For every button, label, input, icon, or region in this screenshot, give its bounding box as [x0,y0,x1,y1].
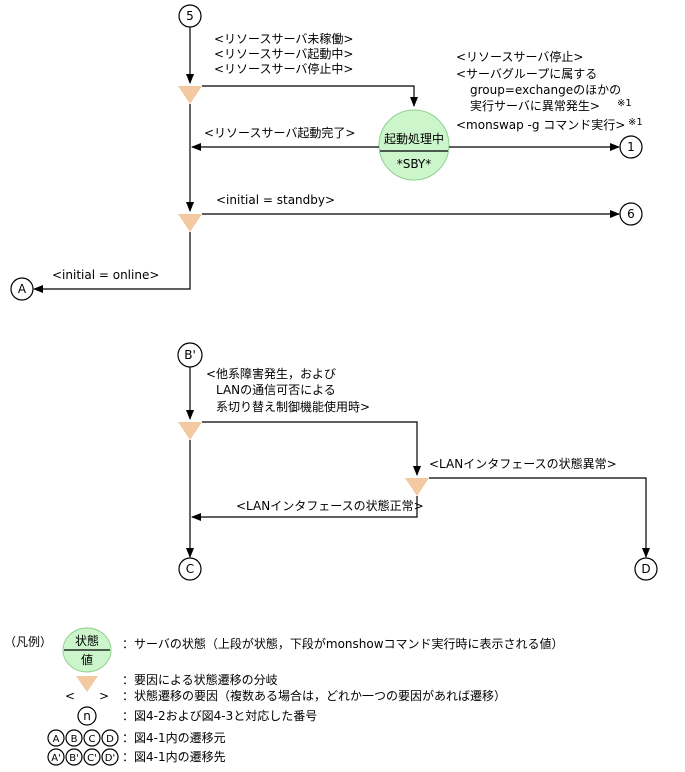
condition-label: LANの通信可否による [216,383,336,397]
legend-src-C [83,729,101,747]
node-6 [619,202,643,226]
node-C [178,557,202,581]
note-mark: ※1 [628,117,643,128]
condition-label: <LANインタフェースの状態正常> [236,498,424,513]
legend-dst-D [101,748,119,766]
condition-label: <リソースサーバ停止> [456,49,583,64]
condition-label: <リソースサーバ停止中> [214,61,353,76]
node-A [10,277,34,301]
legend-src-desc: ：図4-1内の遷移元 [122,731,226,745]
legend-n-icon [77,706,97,726]
legend-dst-B-label: B' [69,753,79,764]
node-D-label: D [641,562,650,576]
legend-dst-A [47,748,65,766]
condition-label: <サーバグループに属する [456,67,597,81]
legend-src-A [47,729,65,747]
connector [202,421,421,476]
legend-src-D-label: D [106,734,114,745]
state-value: *SBY* [397,157,432,171]
condition-label: 実行サーバに異常発生> [470,98,600,113]
legend-state-line2: 値 [81,652,93,667]
legend-dst-B [65,748,83,766]
legend-factor-symbol: < > [65,689,109,703]
condition-label: <リソースサーバ起動完了> [204,125,355,140]
condition-label: <initial = online> [52,268,159,282]
branch-triangle [178,86,202,104]
legend-src-A-label: A [53,734,60,745]
node-5-label: 5 [186,9,194,23]
condition-label: <リソースサーバ未稼働> [214,31,353,46]
condition-label: <リソースサーバ起動中> [214,46,353,61]
condition-label: <他系障害発生，および [206,366,336,381]
node-A-label: A [18,282,27,296]
legend-n-desc: ：図4-2および図4-3と対応した番号 [122,709,317,723]
node-B-prime-label: B' [184,348,196,362]
connector [191,496,418,521]
legend-dst-A-label: A' [51,753,61,764]
legend-src-B-label: B [71,734,78,745]
legend-src-D [101,729,119,747]
condition-label: <LANインタフェースの状態異常> [429,456,617,471]
node-D [634,557,658,581]
legend-branch-desc: ：要因による状態遷移の分岐 [122,672,278,687]
note-mark: ※1 [617,98,632,109]
connector [33,232,191,293]
branch-triangle [178,422,202,440]
legend-factor-desc: ：状態遷移の要因（複数ある場合は，どれか一つの要因があれば遷移） [122,688,506,703]
legend-dst-D-label: D' [105,753,115,764]
legend-state-desc: ：サーバの状態（上段が状態，下段がmonshowコマンド実行時に表示される値） [122,636,564,651]
node-1-label: 1 [627,140,635,154]
legend-dst-desc: ：図4-1内の遷移先 [122,750,226,764]
node-C-label: C [186,562,194,576]
branch-triangle [405,478,429,496]
connector [202,85,418,107]
condition-label: group=exchangeのほかの [470,83,621,97]
legend-dst-C [83,748,101,766]
branch-triangle [178,214,202,232]
state-name: 起動処理中 [384,131,444,146]
condition-label: <initial = standby> [216,193,335,207]
state-starting [378,109,450,181]
legend-title: （凡例） [4,635,52,649]
node-6-label: 6 [627,207,635,221]
legend-state-line1: 状態 [75,633,99,648]
legend-branch-icon [76,676,98,692]
legend-src-B [65,729,83,747]
legend-src-C-label: C [89,734,96,745]
condition-label: <monswap -g コマンド実行> [456,117,625,132]
connector [429,477,650,558]
legend-dst-C-label: C' [87,753,97,764]
condition-label: 系切り替え制御機能使用時> [216,399,370,414]
node-1 [619,135,643,159]
legend-n-label: n [83,709,91,723]
